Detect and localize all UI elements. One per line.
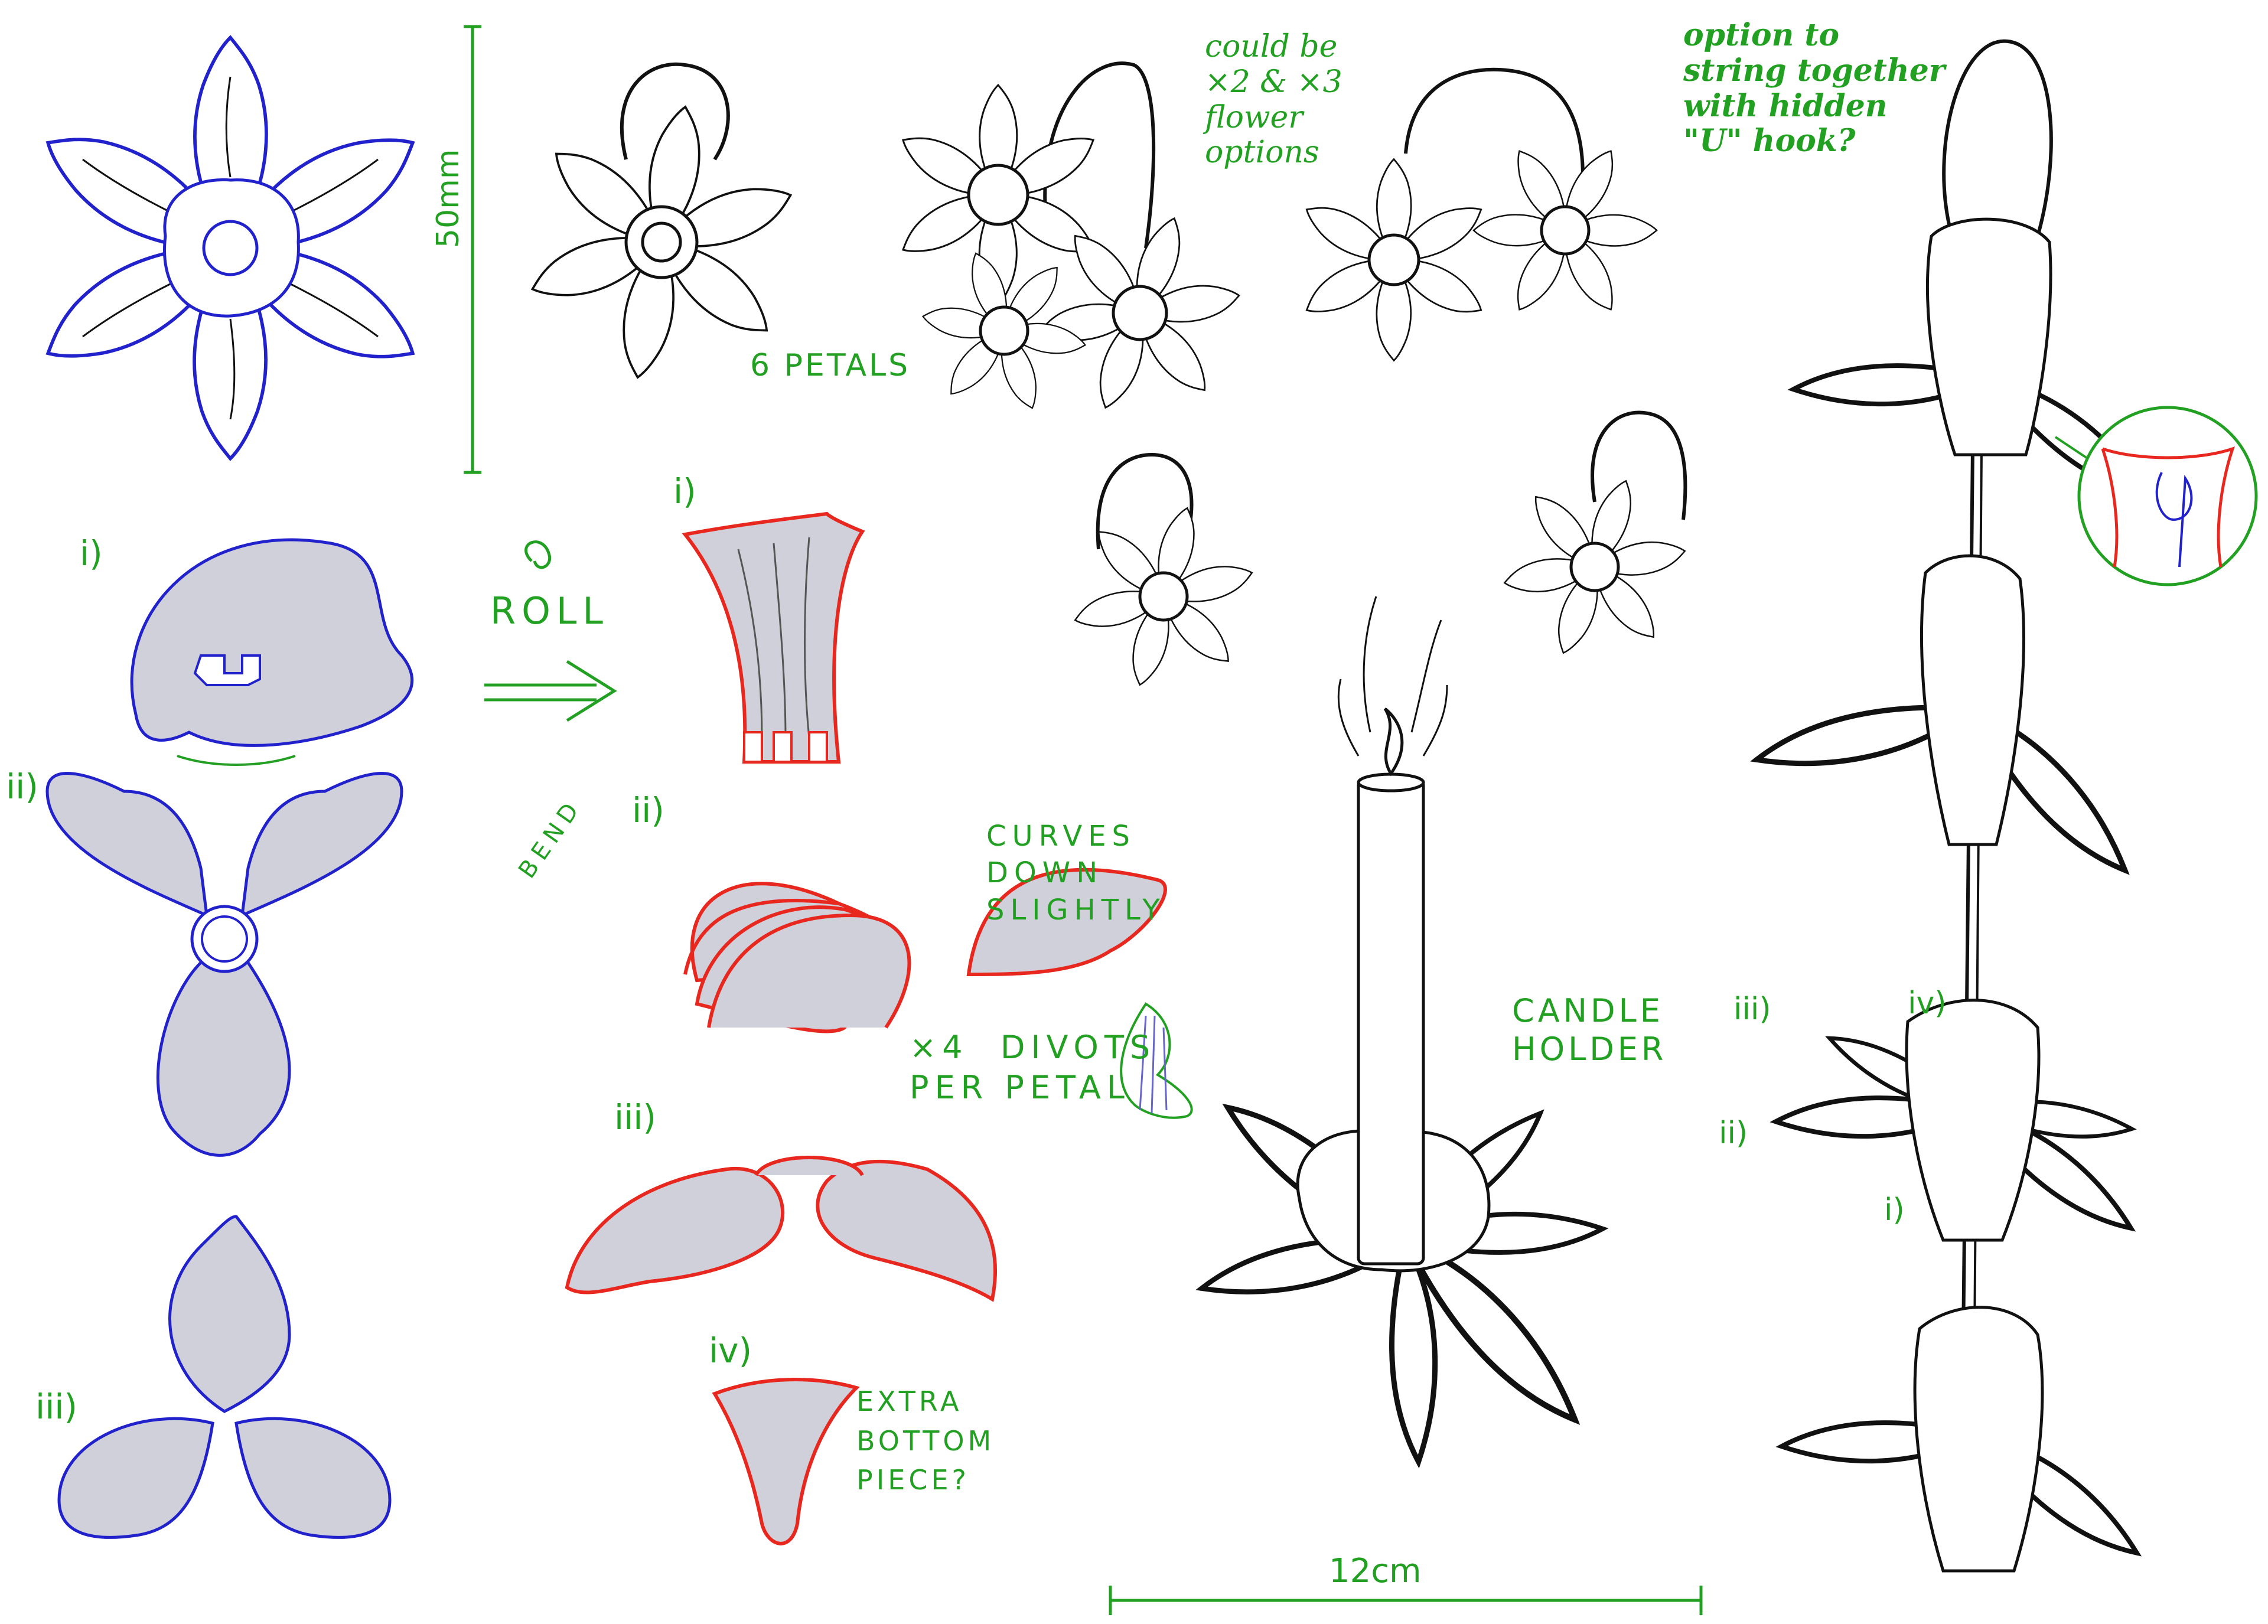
label-iii-trefoil: iii) xyxy=(35,1387,77,1427)
label-ii-trefoil: ii) xyxy=(6,767,38,807)
piece-i-flat xyxy=(130,538,413,766)
candle-holder-label: CANDLE HOLDER xyxy=(1512,992,1667,1068)
label-i-flat: i) xyxy=(80,533,103,573)
dimension-12cm xyxy=(1109,1586,1703,1615)
extra-bottom-label: EXTRA BOTTOM PIECE? xyxy=(856,1385,995,1496)
label-iv-wedge: iv) xyxy=(709,1330,752,1371)
curves-down-label: CURVES DOWN SLIGHTLY xyxy=(986,820,1166,927)
piece-iv-bottom-wedge xyxy=(712,1378,860,1545)
hidden-u-hook-detail xyxy=(2054,406,2258,586)
flower-sketch-single xyxy=(523,62,800,383)
piece-ii-bent-petals xyxy=(683,868,1167,1033)
flower-sketch-triple xyxy=(892,61,1243,415)
divot-petal-icon xyxy=(1120,1002,1193,1119)
dimension-12cm-label: 12cm xyxy=(1329,1552,1422,1590)
label-iii-curved: iii) xyxy=(614,1097,656,1137)
label-i-chain: i) xyxy=(1884,1192,1905,1228)
dimension-50mm xyxy=(464,25,481,474)
label-iv-chain: iv) xyxy=(1908,986,1947,1021)
piece-ii-trefoil-with-ring xyxy=(45,772,403,1157)
could-be-note: could be ×2 & ×3 flower options xyxy=(1205,29,1342,171)
six-petals-label: 6 PETALS xyxy=(750,348,911,383)
flower-sketch-hanging-a xyxy=(1070,452,1257,690)
label-ii-bent: ii) xyxy=(632,790,664,830)
six-petal-flower-outline xyxy=(30,38,431,459)
piece-i-rolled-tube xyxy=(682,511,865,764)
label-ii-chain: ii) xyxy=(1719,1116,1748,1151)
flower-sketch-hanging-b xyxy=(1501,410,1689,659)
candle-holder xyxy=(1201,596,1611,1462)
roll-label: ROLL xyxy=(490,589,609,632)
option-string-note: option to string together with hidden "U… xyxy=(1683,17,1946,159)
roll-arrow xyxy=(484,540,617,722)
piece-iii-curved-petals xyxy=(565,1156,998,1302)
label-iii-chain: iii) xyxy=(1733,992,1771,1027)
label-i-rolled: i) xyxy=(673,471,696,511)
dimension-50mm-label: 50mm xyxy=(431,149,466,248)
flower-sketch-double xyxy=(1297,67,1658,361)
divots-label: ×4 DIVOTS PER PETAL xyxy=(910,1029,1156,1106)
strung-flower-chain xyxy=(1755,39,2168,1573)
u-hook-icon xyxy=(2155,472,2193,568)
piece-iii-trefoil-closed xyxy=(57,1215,392,1539)
flame-icon xyxy=(1383,707,1404,777)
candle xyxy=(1357,778,1425,1266)
